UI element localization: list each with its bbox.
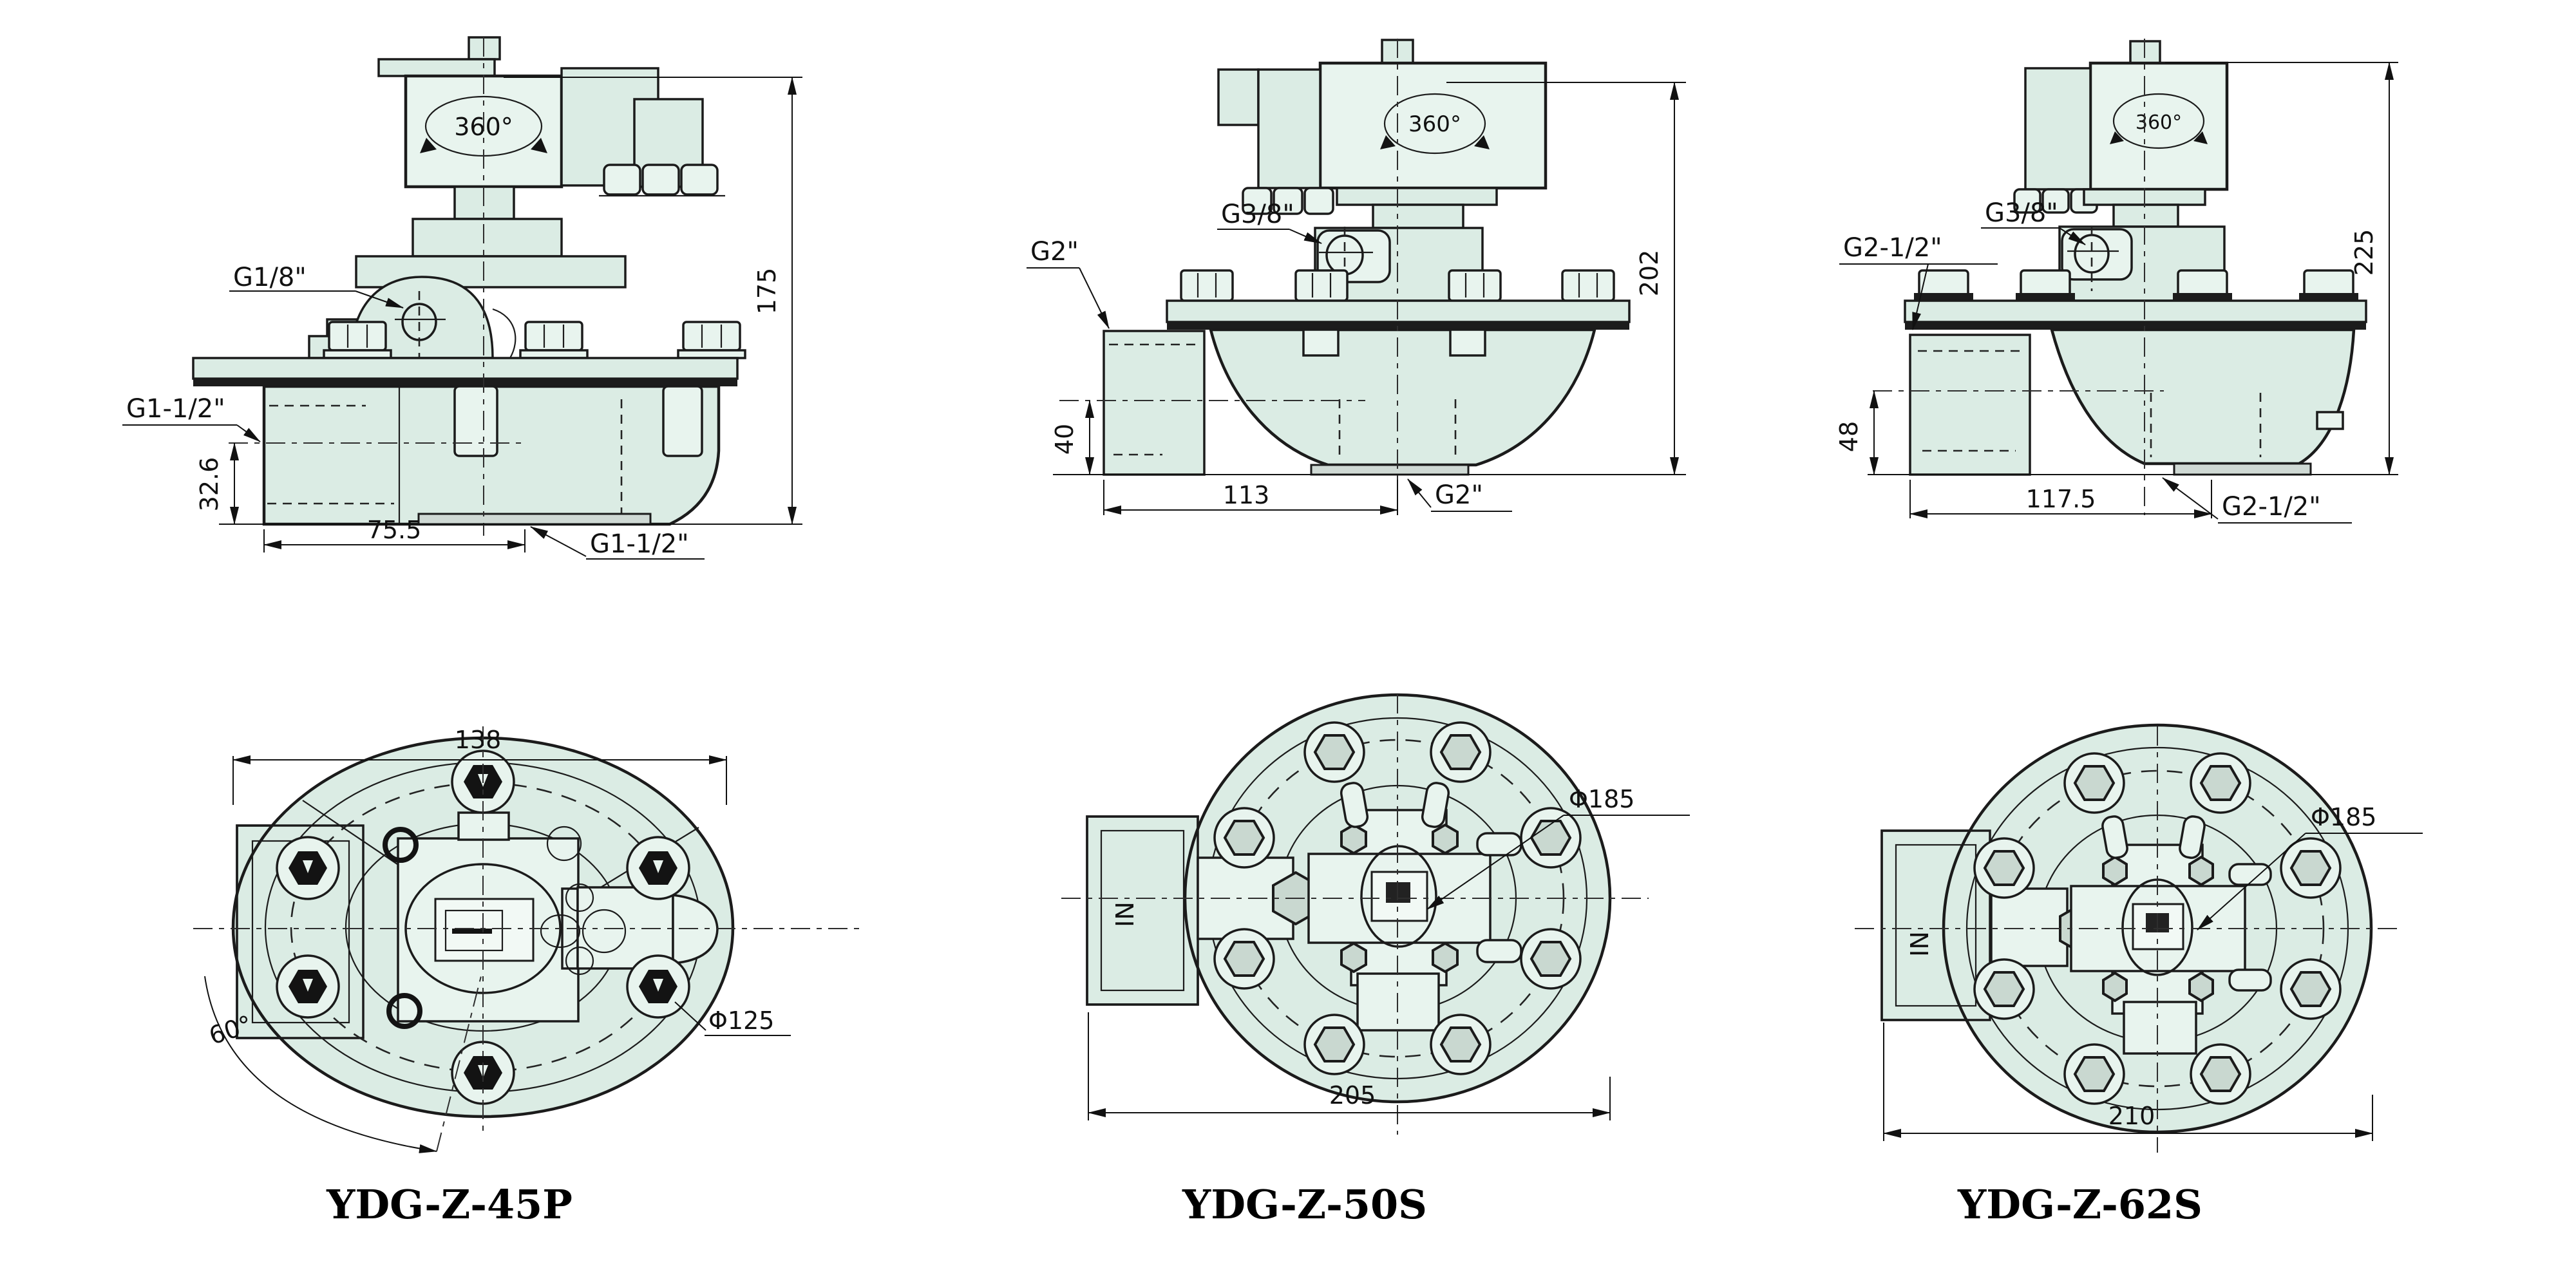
bolt-circle (1990, 770, 2325, 1088)
model-caption-62s: YDG-Z-62S (1957, 1181, 2202, 1228)
inlet-marking: IN (1111, 902, 1139, 927)
flange-bolts (323, 321, 746, 359)
dimensions: 175 32.6 75.5 (195, 77, 802, 552)
din-connector (1217, 68, 1334, 215)
o-ring (383, 827, 419, 863)
dimensions: Φ185 210 (1883, 803, 2423, 1141)
flange-bolts (1180, 269, 1615, 302)
front-view-ydg-z-62s: IN (1855, 723, 2423, 1153)
pilot-port-label: G1/8" (233, 263, 307, 292)
inlet-marking: IN (1906, 931, 1934, 957)
flange-bolts-front (1973, 752, 2342, 1105)
outlet-flange (2173, 462, 2312, 476)
dim-overall-width: 205 (1329, 1081, 1376, 1110)
inlet-port-label: G2-1/2" (1843, 233, 1942, 263)
dim-width: 75.5 (367, 516, 422, 544)
dim-angle: 60° (205, 1010, 256, 1050)
dim-width: 117.5 (2026, 485, 2096, 513)
inlet-pipe (1103, 330, 1206, 476)
inlet-pipe (1909, 334, 2031, 476)
rotation-label: 360° (1408, 111, 1461, 137)
port-labels: G3/8" G2" G2" (1027, 200, 1512, 512)
port-labels: G1/8" G1-1/2" G1-1/2" (122, 263, 705, 560)
din-connector (2013, 67, 2098, 214)
front-view-ydg-z-50s: IN (1061, 693, 1690, 1135)
model-caption-45p: YDG-Z-45P (326, 1181, 573, 1228)
side-view-ydg-z-62s: 360° 225 48 (1835, 39, 2398, 524)
dim-inlet-height: 32.6 (195, 457, 223, 512)
dim-height: 202 (1635, 250, 1663, 297)
flange-bolts-front (276, 750, 690, 1105)
valve-body (1209, 328, 1596, 467)
dim-height: 225 (2350, 229, 2378, 276)
pilot-port-label: G3/8" (1985, 198, 2058, 228)
outlet-flange (417, 513, 652, 525)
top-flange (1904, 299, 2367, 323)
o-ring (386, 993, 422, 1029)
side-view-ydg-z-50s: 360° 202 40 (1027, 39, 1686, 515)
valve-body (2050, 328, 2356, 466)
front-view-ydg-z-45p: 138 Φ125 60° (193, 726, 860, 1153)
dim-flange-width: 138 (455, 726, 502, 754)
outlet-port-label: G1-1/2" (590, 529, 689, 559)
outlet-flange (1310, 464, 1470, 476)
dim-bolt-circle: Φ185 (1569, 785, 1634, 813)
inlet-port-label: G2" (1030, 237, 1079, 267)
port-labels: G3/8" G2-1/2" G2-1/2" (1839, 198, 2352, 524)
din-connector (560, 67, 725, 197)
dim-width: 113 (1223, 481, 1270, 509)
inlet-flange-box (1086, 815, 1199, 1006)
rotation-label: 360° (2136, 111, 2182, 134)
rotation-symbol: 360° (2110, 93, 2208, 149)
dimensions: Φ185 205 (1088, 785, 1690, 1120)
outlet-port-label: G2" (1435, 480, 1483, 510)
rotation-symbol: 360° (1380, 93, 1490, 155)
dim-overall-width: 210 (2108, 1102, 2155, 1130)
dim-height: 175 (753, 268, 781, 315)
dim-inlet-height: 40 (1050, 424, 1079, 455)
diaphragm-seam (1905, 322, 2366, 330)
side-view-ydg-z-45p: 360° (122, 36, 802, 560)
outlet-port-label: G2-1/2" (2222, 492, 2321, 522)
solenoid-coil (2088, 61, 2229, 191)
dimensions: 225 48 117.5 (1835, 62, 2398, 518)
dim-bolt-circle: Φ185 (2311, 803, 2376, 831)
flange-bolts-front (1213, 721, 1582, 1075)
model-caption-50s: YDG-Z-50S (1182, 1181, 1427, 1228)
dimensions: 202 40 113 (1050, 82, 1686, 515)
inlet-port-label: G1-1/2" (126, 394, 225, 424)
top-flange (192, 357, 739, 380)
dim-inlet-height: 48 (1835, 421, 1863, 452)
diaphragm-seam (193, 379, 737, 386)
pilot-port-label: G3/8" (1221, 200, 1294, 229)
dim-bolt-circle: Φ125 (708, 1006, 774, 1035)
